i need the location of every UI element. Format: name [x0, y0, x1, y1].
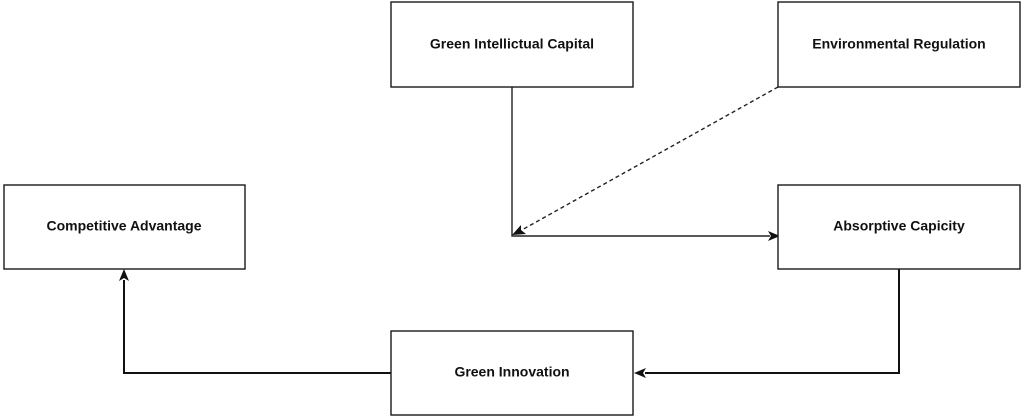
arrowhead-into-green-innovation: [634, 368, 646, 378]
edge-green-innovation-to-competitive-advantage: [123, 280, 391, 374]
node-environmental-regulation: Environmental Regulation: [777, 1, 1021, 88]
node-absorptive-capacity: Absorptive Capicity: [777, 184, 1021, 270]
node-label-green-innovation: Green Innovation: [454, 364, 569, 380]
node-label-green-intellectual-capital: Green Intellictual Capital: [430, 36, 594, 52]
node-green-intellectual-capital: Green Intellictual Capital: [390, 1, 634, 88]
node-competitive-advantage: Competitive Advantage: [3, 184, 246, 270]
node-green-innovation: Green Innovation: [390, 330, 634, 416]
edge-absorptive-capacity-to-green-innovation: [645, 269, 900, 374]
arrowhead-into-absorptive-capacity: [768, 231, 780, 241]
arrowhead-into-competitive-advantage: [119, 269, 129, 281]
node-label-absorptive-capacity: Absorptive Capicity: [833, 218, 965, 234]
edge-gic-to-absorptive-capacity: [511, 87, 770, 237]
node-label-environmental-regulation: Environmental Regulation: [812, 36, 985, 52]
edge-environmental-regulation-moderation: [519, 86, 779, 232]
arrowhead-moderation: [512, 225, 526, 235]
node-label-competitive-advantage: Competitive Advantage: [46, 218, 201, 234]
